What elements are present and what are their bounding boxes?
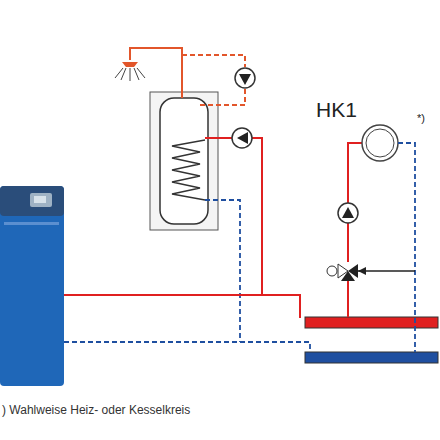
hot-water-line (115, 48, 182, 98)
circulation-line (182, 55, 255, 105)
main-flow-line (64, 295, 300, 318)
heating-circuit (327, 125, 415, 352)
flow-header (305, 317, 438, 328)
tank-flow-line (205, 128, 262, 295)
return-header (305, 352, 438, 363)
circuit-label: HK1 (316, 98, 357, 122)
main-return-line (64, 342, 310, 352)
boiler (0, 186, 64, 386)
tank-return-line (205, 200, 240, 342)
caption: ) Wahlweise Heiz- oder Kesselkreis (2, 403, 190, 417)
storage-tank (150, 92, 218, 230)
footnote-mark: *) (417, 112, 425, 124)
